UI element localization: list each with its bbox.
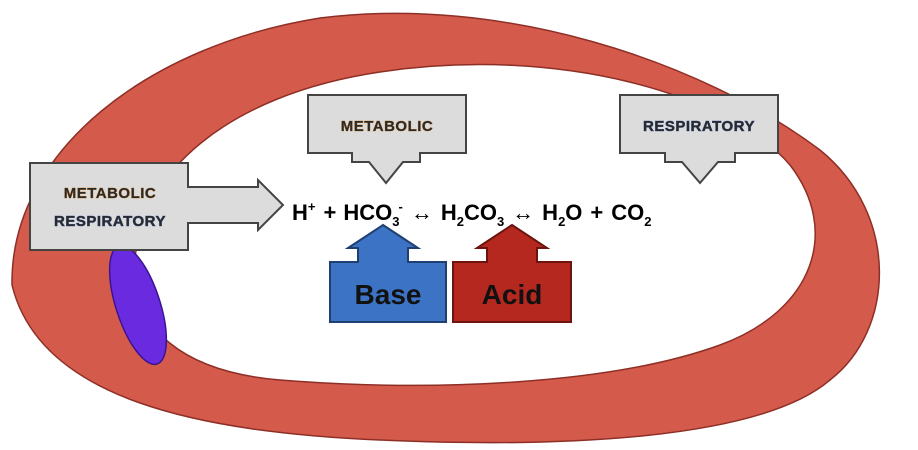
eq-plus-2: +	[590, 200, 603, 225]
callout-respiratory-label: RESPIRATORY	[643, 118, 755, 135]
callout-metabolic-arrow	[307, 94, 467, 185]
eq-bicarbonate-sub: 3	[392, 214, 399, 229]
eq-bicarbonate: HCO	[343, 200, 392, 225]
base-arrow-box	[329, 223, 447, 323]
eq-hydrogen-charge: +	[308, 199, 316, 214]
eq-arrow-2: ↔	[512, 200, 534, 225]
callout-left-label-metabolic: METABOLIC	[64, 185, 157, 202]
eq-water-sub: 2	[558, 214, 565, 229]
eq-bicarbonate-charge: -	[398, 199, 402, 214]
bicarbonate-equation: H++HCO3-↔H2CO3↔H2O+CO2	[292, 199, 652, 229]
eq-co2-sub: 2	[644, 214, 651, 229]
callout-metabolic-label: METABOLIC	[341, 118, 434, 135]
acid-arrow-box	[452, 223, 572, 323]
eq-carbonic-sub-2: 2	[457, 214, 464, 229]
base-label: Base	[355, 279, 422, 310]
eq-water-h: H	[542, 200, 558, 225]
blood-vessel-ring	[11, 12, 881, 444]
eq-carbonic-h: H	[441, 200, 457, 225]
eq-hydrogen: H	[292, 200, 308, 225]
eq-carbonic-sub-3: 3	[497, 214, 504, 229]
callout-left-label-respiratory: RESPIRATORY	[54, 213, 166, 230]
eq-carbonic-co: CO	[464, 200, 497, 225]
eq-arrow-1: ↔	[411, 200, 433, 225]
eq-co2: CO	[611, 200, 644, 225]
callout-left-arrow	[29, 162, 285, 251]
eq-plus-1: +	[323, 200, 336, 225]
acid-label: Acid	[482, 279, 543, 310]
callout-respiratory-arrow	[619, 94, 779, 185]
eq-water-o: O	[565, 200, 582, 225]
